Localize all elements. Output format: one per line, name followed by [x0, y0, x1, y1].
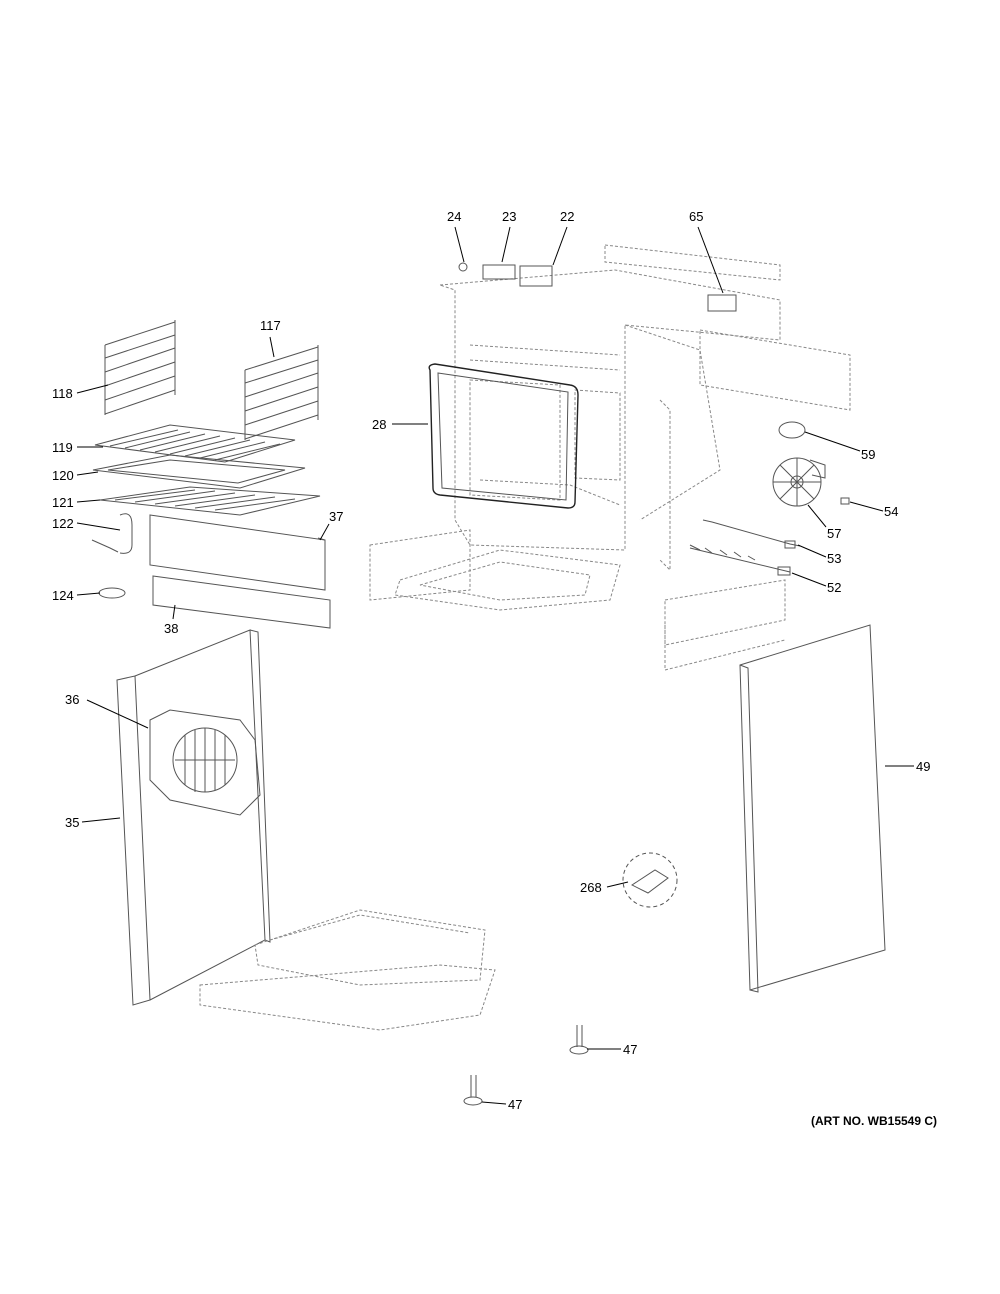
- rack-assembly: [91, 320, 321, 599]
- oven-body-assembly: [369, 244, 851, 671]
- convection-fan: [772, 457, 826, 507]
- oven-rack: [94, 424, 296, 463]
- light-socket: [840, 497, 850, 505]
- callout-118: 118: [52, 386, 73, 401]
- relay-board: [519, 265, 553, 287]
- right-small-parts: [689, 421, 850, 576]
- leveling-leg-right: [569, 1025, 589, 1055]
- thermostat-switch: [707, 294, 737, 312]
- broiler-grid: [99, 486, 321, 516]
- kick-panel: [152, 575, 331, 629]
- callout-labels: 24 23 22 65 117 118 119 120 121 122 124 …: [52, 209, 937, 1128]
- rack-side-left: [104, 320, 176, 415]
- callout-22: 22: [560, 209, 574, 224]
- oven-light: [778, 421, 806, 439]
- rack-side-right: [244, 345, 319, 440]
- door-gasket: [428, 363, 579, 509]
- callout-54: 54: [884, 504, 898, 519]
- callout-36: 36: [65, 692, 79, 707]
- callout-23: 23: [502, 209, 516, 224]
- callout-37: 37: [329, 509, 343, 524]
- callout-117: 117: [260, 318, 281, 333]
- callout-53: 53: [827, 551, 841, 566]
- clip-detail: [622, 852, 678, 908]
- leader-lines: [76, 226, 914, 1105]
- callout-122: 122: [52, 516, 74, 531]
- art-number: (ART NO. WB15549 C): [811, 1114, 937, 1128]
- callout-268: 268: [580, 880, 602, 895]
- sensor-probe: [119, 513, 133, 554]
- callout-119: 119: [52, 440, 73, 455]
- side-panel-left: [116, 629, 271, 1006]
- callout-120: 120: [52, 468, 74, 483]
- drawer-front-panels: [149, 514, 331, 629]
- callout-35: 35: [65, 815, 79, 830]
- callout-57: 57: [827, 526, 841, 541]
- callout-124: 124: [52, 588, 74, 603]
- leveling-leg-left: [463, 1075, 483, 1106]
- callout-52: 52: [827, 580, 841, 595]
- callout-24: 24: [447, 209, 461, 224]
- side-panel-right: [739, 624, 886, 993]
- sensor-connector: [458, 262, 468, 272]
- callout-65: 65: [689, 209, 703, 224]
- knob-bulb: [98, 587, 126, 599]
- callout-59: 59: [861, 447, 875, 462]
- callout-38: 38: [164, 621, 178, 636]
- callout-49: 49: [916, 759, 930, 774]
- callout-121: 121: [52, 495, 74, 510]
- electronic-control-board: [482, 264, 516, 280]
- callout-47-left: 47: [508, 1097, 522, 1112]
- callout-28: 28: [372, 417, 386, 432]
- callout-47-right: 47: [623, 1042, 637, 1057]
- storage-drawer: [199, 909, 496, 1031]
- broiler-pan: [92, 454, 306, 489]
- rear-fan-cover: [149, 709, 261, 816]
- wire-harness-52: [689, 544, 791, 573]
